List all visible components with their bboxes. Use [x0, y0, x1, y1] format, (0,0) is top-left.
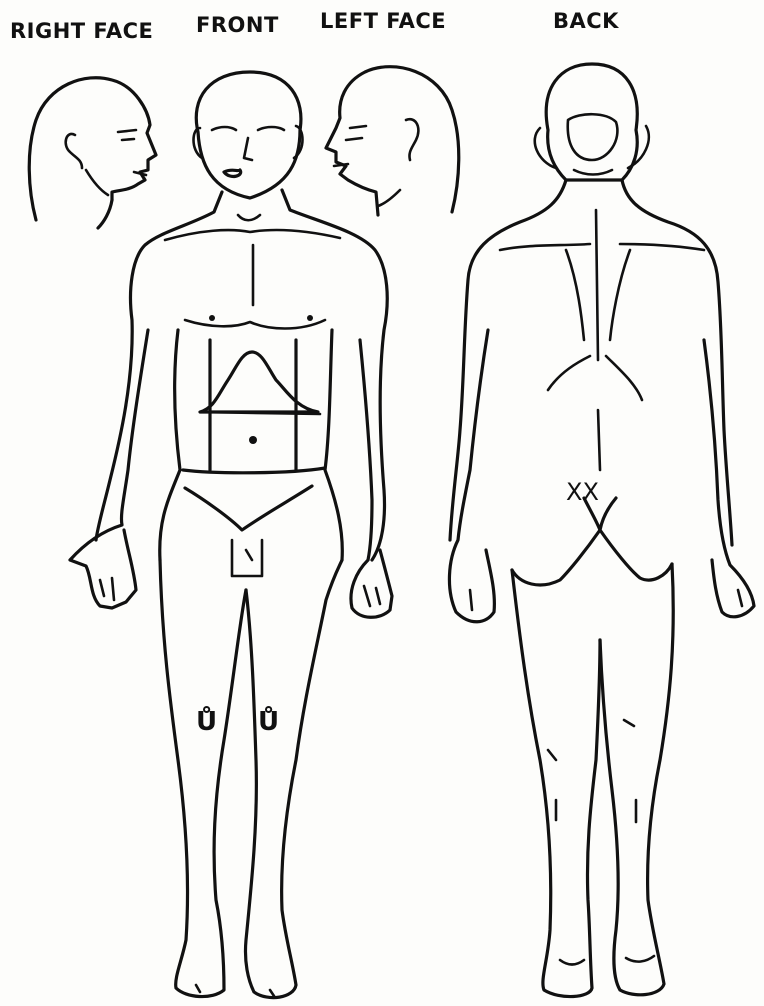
- label-left-face: LEFT FACE: [320, 9, 446, 33]
- label-front: FRONT: [196, 13, 279, 37]
- right-face-head: [29, 78, 156, 228]
- back-body: XX: [449, 64, 754, 997]
- knee-marking-left: Ů: [196, 704, 217, 737]
- abdomen-triangle-marking: [200, 352, 318, 412]
- back-xx-marking: XX: [566, 478, 599, 506]
- label-back: BACK: [553, 9, 619, 33]
- left-face-head: [326, 67, 459, 215]
- front-body: Ů Ů: [70, 72, 392, 998]
- label-right-face: RIGHT FACE: [10, 19, 153, 43]
- knee-marking-right: Ů: [258, 704, 279, 737]
